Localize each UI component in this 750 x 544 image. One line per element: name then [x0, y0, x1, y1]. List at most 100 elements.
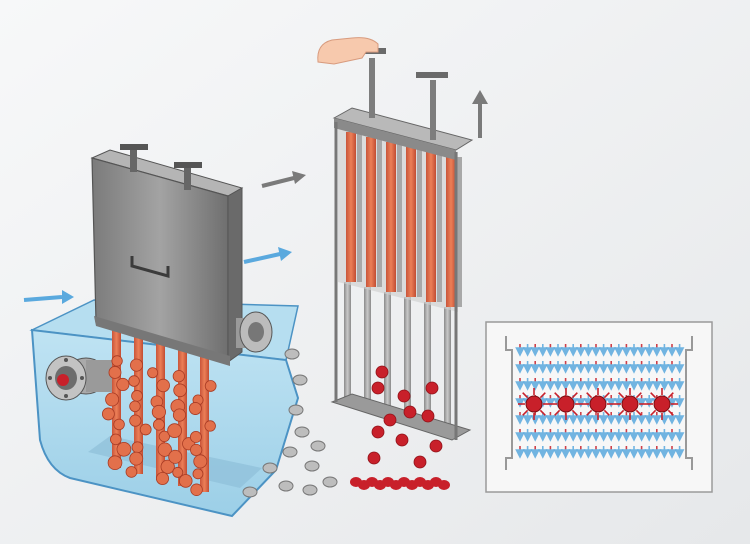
- captured-particle: [189, 431, 202, 443]
- grey-particle: [262, 462, 278, 474]
- core-field-ray: [571, 409, 578, 416]
- magnetic-rod: [426, 152, 436, 302]
- core-field-ray: [554, 392, 561, 399]
- inlet-arrow-middle: [243, 247, 292, 264]
- core-field-ray: [603, 409, 610, 416]
- support-post: [404, 297, 411, 422]
- rod-separator: [457, 157, 462, 307]
- inlet-arrow-left: [23, 290, 74, 304]
- core-field-ray: [667, 392, 674, 399]
- captured-particle: [113, 418, 125, 431]
- support-post: [444, 307, 451, 434]
- core-field-ray: [586, 409, 593, 416]
- captured-particle: [152, 418, 165, 431]
- captured-particle: [190, 443, 203, 457]
- falling-particles: [350, 365, 450, 490]
- core-field-ray: [539, 392, 546, 399]
- grey-particle: [282, 446, 298, 458]
- support-post: [384, 292, 391, 416]
- core-field-ray: [618, 392, 625, 399]
- falling-particle: [425, 381, 439, 395]
- captured-particle: [116, 377, 130, 392]
- captured-particle: [172, 370, 185, 383]
- captured-particle: [158, 430, 171, 443]
- captured-particle: [110, 433, 122, 446]
- magnet-core: [621, 395, 639, 413]
- captured-particle: [204, 380, 217, 392]
- captured-particle: [178, 474, 193, 488]
- rod-separator: [357, 132, 362, 282]
- left-assembly: [29, 144, 338, 518]
- bottom-plate: [330, 393, 472, 441]
- captured-particle: [125, 466, 138, 478]
- grey-particle: [322, 476, 338, 488]
- captured-particle: [111, 355, 123, 367]
- captured-particle: [172, 466, 184, 478]
- grey-particle: [302, 484, 318, 496]
- rod-separator: [437, 152, 442, 302]
- captured-particle: [131, 441, 144, 454]
- captured-particle: [116, 441, 132, 457]
- grey-particle: [304, 460, 320, 472]
- captured-particle: [131, 390, 143, 402]
- grey-particle: [310, 440, 326, 452]
- core-field-ray: [618, 409, 625, 416]
- falling-particle: [429, 439, 443, 453]
- captured-particle: [192, 468, 204, 480]
- core-field-ray: [522, 392, 529, 399]
- magnetic-rod: [346, 132, 356, 282]
- captured-particle: [172, 408, 187, 422]
- up-arrow: [472, 90, 488, 138]
- magnetic-rod: [200, 354, 209, 492]
- rod-separator: [397, 142, 402, 292]
- captured-particle: [129, 400, 141, 412]
- magnetic-rod: [446, 157, 456, 307]
- inset-channel-walls: [505, 336, 693, 470]
- captured-particle: [129, 414, 142, 427]
- captured-particle: [101, 407, 115, 421]
- falling-particle: [421, 409, 435, 423]
- grey-particle: [284, 348, 300, 360]
- frame-top-handles: [120, 144, 202, 190]
- core-field-ray: [635, 409, 642, 416]
- core-field-ray: [571, 392, 578, 399]
- captured-particle: [156, 378, 170, 393]
- grey-particle: [278, 480, 294, 492]
- captured-particle: [188, 402, 202, 415]
- grey-particle: [242, 486, 258, 498]
- core-field-ray: [586, 392, 593, 399]
- middle-assembly: [317, 37, 488, 490]
- handle: [130, 256, 170, 278]
- top-plate: [332, 107, 474, 151]
- core-field-ray: [635, 392, 642, 399]
- core-field-ray: [522, 409, 529, 416]
- magnetic-rod: [366, 137, 376, 287]
- outlet-port: [236, 311, 273, 353]
- rod-separator: [417, 147, 422, 297]
- falling-particle: [367, 451, 381, 465]
- process-arrow: [261, 171, 306, 188]
- falling-particle: [371, 381, 385, 395]
- falling-particle: [371, 425, 385, 439]
- grey-particle: [292, 374, 308, 386]
- fallen-particle: [438, 480, 450, 490]
- falling-particle: [413, 455, 427, 469]
- hand-icon: [317, 37, 379, 65]
- captured-particle: [105, 392, 120, 407]
- falling-particle: [395, 433, 409, 447]
- captured-particle: [173, 383, 187, 398]
- captured-particle: [193, 454, 208, 469]
- magnetic-rod: [386, 142, 396, 292]
- captured-particle: [160, 459, 175, 474]
- captured-particle: [156, 471, 170, 485]
- inlet-port: [45, 355, 112, 401]
- magnet-core: [653, 395, 671, 413]
- captured-particle: [129, 451, 144, 466]
- rod-separator: [377, 137, 382, 287]
- captured-particles: [101, 355, 217, 496]
- falling-particle: [403, 405, 417, 419]
- captured-particle: [107, 455, 123, 471]
- support-post: [364, 287, 371, 410]
- captured-particle: [204, 420, 216, 432]
